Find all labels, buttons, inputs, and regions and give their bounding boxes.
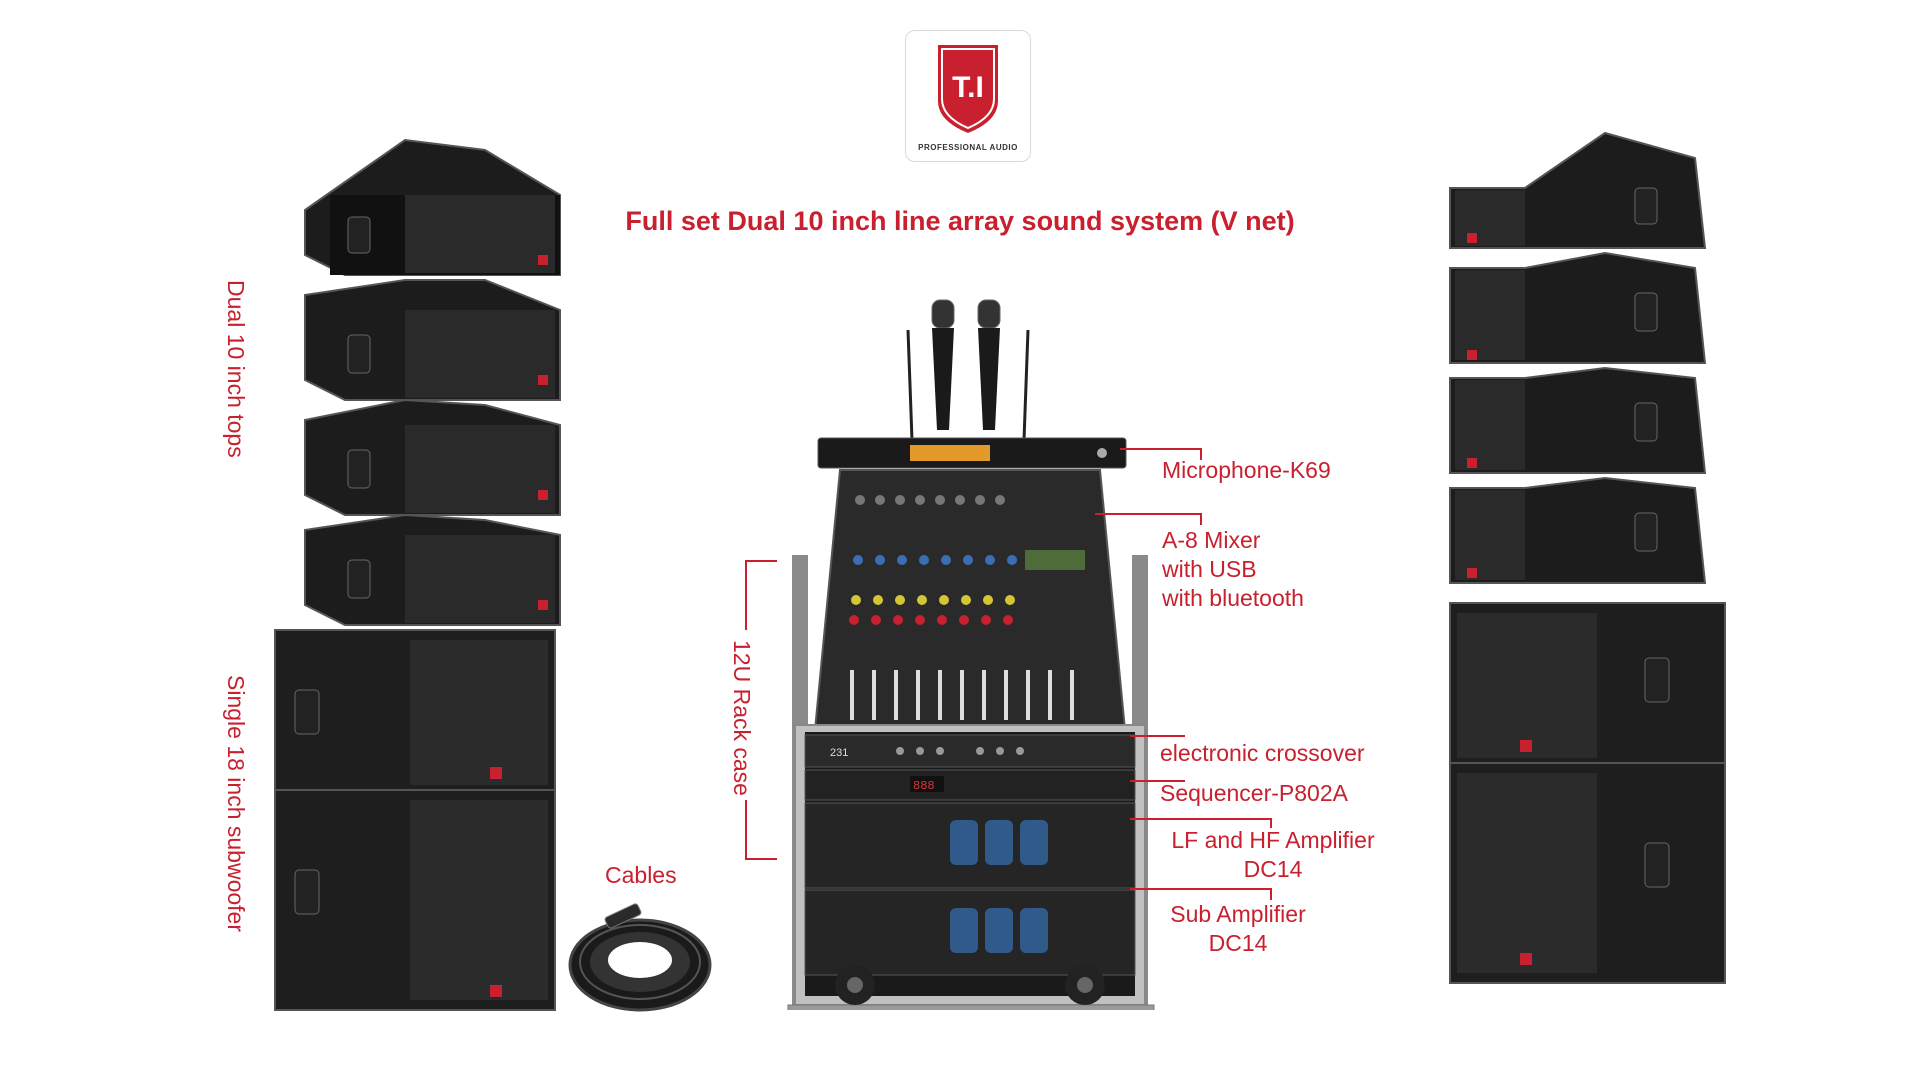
callout-mic: Microphone-K69 xyxy=(1162,457,1331,484)
callout-tick-subamp xyxy=(1270,888,1272,900)
line-array-top-4 xyxy=(1449,476,1707,584)
line-array-top-2 xyxy=(1449,251,1707,364)
callout-lfhf-line-2: DC14 xyxy=(1243,856,1303,882)
callout-subamp-line-1: Sub Amplifier xyxy=(1170,901,1306,927)
subwoofer-1 xyxy=(274,629,556,791)
callout-line-mixer xyxy=(1095,513,1200,515)
callout-subamp: Sub Amplifier DC14 xyxy=(1158,900,1318,958)
callout-mixer-line-1: A-8 Mixer xyxy=(1162,527,1261,553)
microphone-1 xyxy=(931,299,955,430)
subwoofer-1 xyxy=(1449,602,1726,764)
callout-line-crossover xyxy=(1130,735,1185,737)
rack-bracket-line-top xyxy=(745,560,747,630)
subwoofer-2 xyxy=(274,789,556,1011)
callout-crossover-line-1: electronic crossover xyxy=(1160,740,1365,766)
callout-mixer: A-8 Mixer with USB with bluetooth xyxy=(1162,526,1304,613)
rack-bracket-tick-top xyxy=(745,560,777,562)
rack-bracket-tick-bottom xyxy=(745,858,777,860)
mixer-a8 xyxy=(813,469,1127,731)
label-subwoofer: Single 18 inch subwoofer xyxy=(223,675,249,932)
line-array-top-2 xyxy=(304,279,561,401)
lf-hf-amplifier xyxy=(804,802,1136,889)
left-speaker-tower xyxy=(270,135,570,1030)
label-tops: Dual 10 inch tops xyxy=(223,280,249,458)
logo-subtext: PROFESSIONAL AUDIO xyxy=(918,143,1018,152)
line-array-top-1 xyxy=(304,138,561,276)
callout-tick-mic xyxy=(1200,448,1202,460)
cable-coil xyxy=(560,900,720,1025)
callout-lfhf-line-1: LF and HF Amplifier xyxy=(1171,827,1375,853)
callout-lfhf: LF and HF Amplifier DC14 xyxy=(1168,826,1378,884)
callout-line-lfhf xyxy=(1130,818,1270,820)
callout-tick-mixer xyxy=(1200,513,1202,525)
crossover-unit: 231 xyxy=(804,734,1136,768)
brand-logo: T.I PROFESSIONAL AUDIO xyxy=(905,30,1031,162)
rack-bracket-line-bottom xyxy=(745,800,747,860)
label-rack-case: 12U Rack case xyxy=(729,640,755,796)
callout-tick-lfhf xyxy=(1270,818,1272,828)
microphone-2 xyxy=(977,299,1001,430)
label-cables: Cables xyxy=(605,862,677,888)
line-array-top-4 xyxy=(304,513,561,626)
callout-sequencer: Sequencer-P802A xyxy=(1160,780,1348,807)
subwoofer-2 xyxy=(1449,762,1726,984)
right-speaker-tower xyxy=(1445,128,1745,1023)
callout-line-subamp xyxy=(1130,888,1270,890)
callout-crossover: electronic crossover xyxy=(1160,740,1365,767)
rack-system: 231 888 xyxy=(780,270,1160,1034)
callout-line-sequencer xyxy=(1130,780,1185,782)
sequencer-display: 888 xyxy=(913,779,935,793)
callout-mic-line-1: Microphone-K69 xyxy=(1162,457,1331,483)
crossover-display: 231 xyxy=(830,747,848,759)
sub-amplifier xyxy=(804,889,1136,976)
line-array-top-3 xyxy=(1449,366,1707,474)
callout-sequencer-line-1: Sequencer-P802A xyxy=(1160,780,1348,806)
wireless-receiver xyxy=(817,437,1127,469)
sequencer-unit: 888 xyxy=(804,769,1136,801)
line-array-top-1 xyxy=(1449,131,1707,249)
callout-subamp-line-2: DC14 xyxy=(1208,930,1268,956)
page-title: Full set Dual 10 inch line array sound s… xyxy=(625,206,1295,236)
callout-mixer-line-2: with USB xyxy=(1162,556,1257,582)
callout-mixer-line-3: with bluetooth xyxy=(1162,585,1304,611)
line-array-top-3 xyxy=(304,398,561,516)
logo-text: T.I xyxy=(952,71,984,104)
shield-logo-icon: T.I xyxy=(938,45,998,133)
rack-wheels xyxy=(830,955,1110,1015)
callout-line-mic xyxy=(1120,448,1200,450)
